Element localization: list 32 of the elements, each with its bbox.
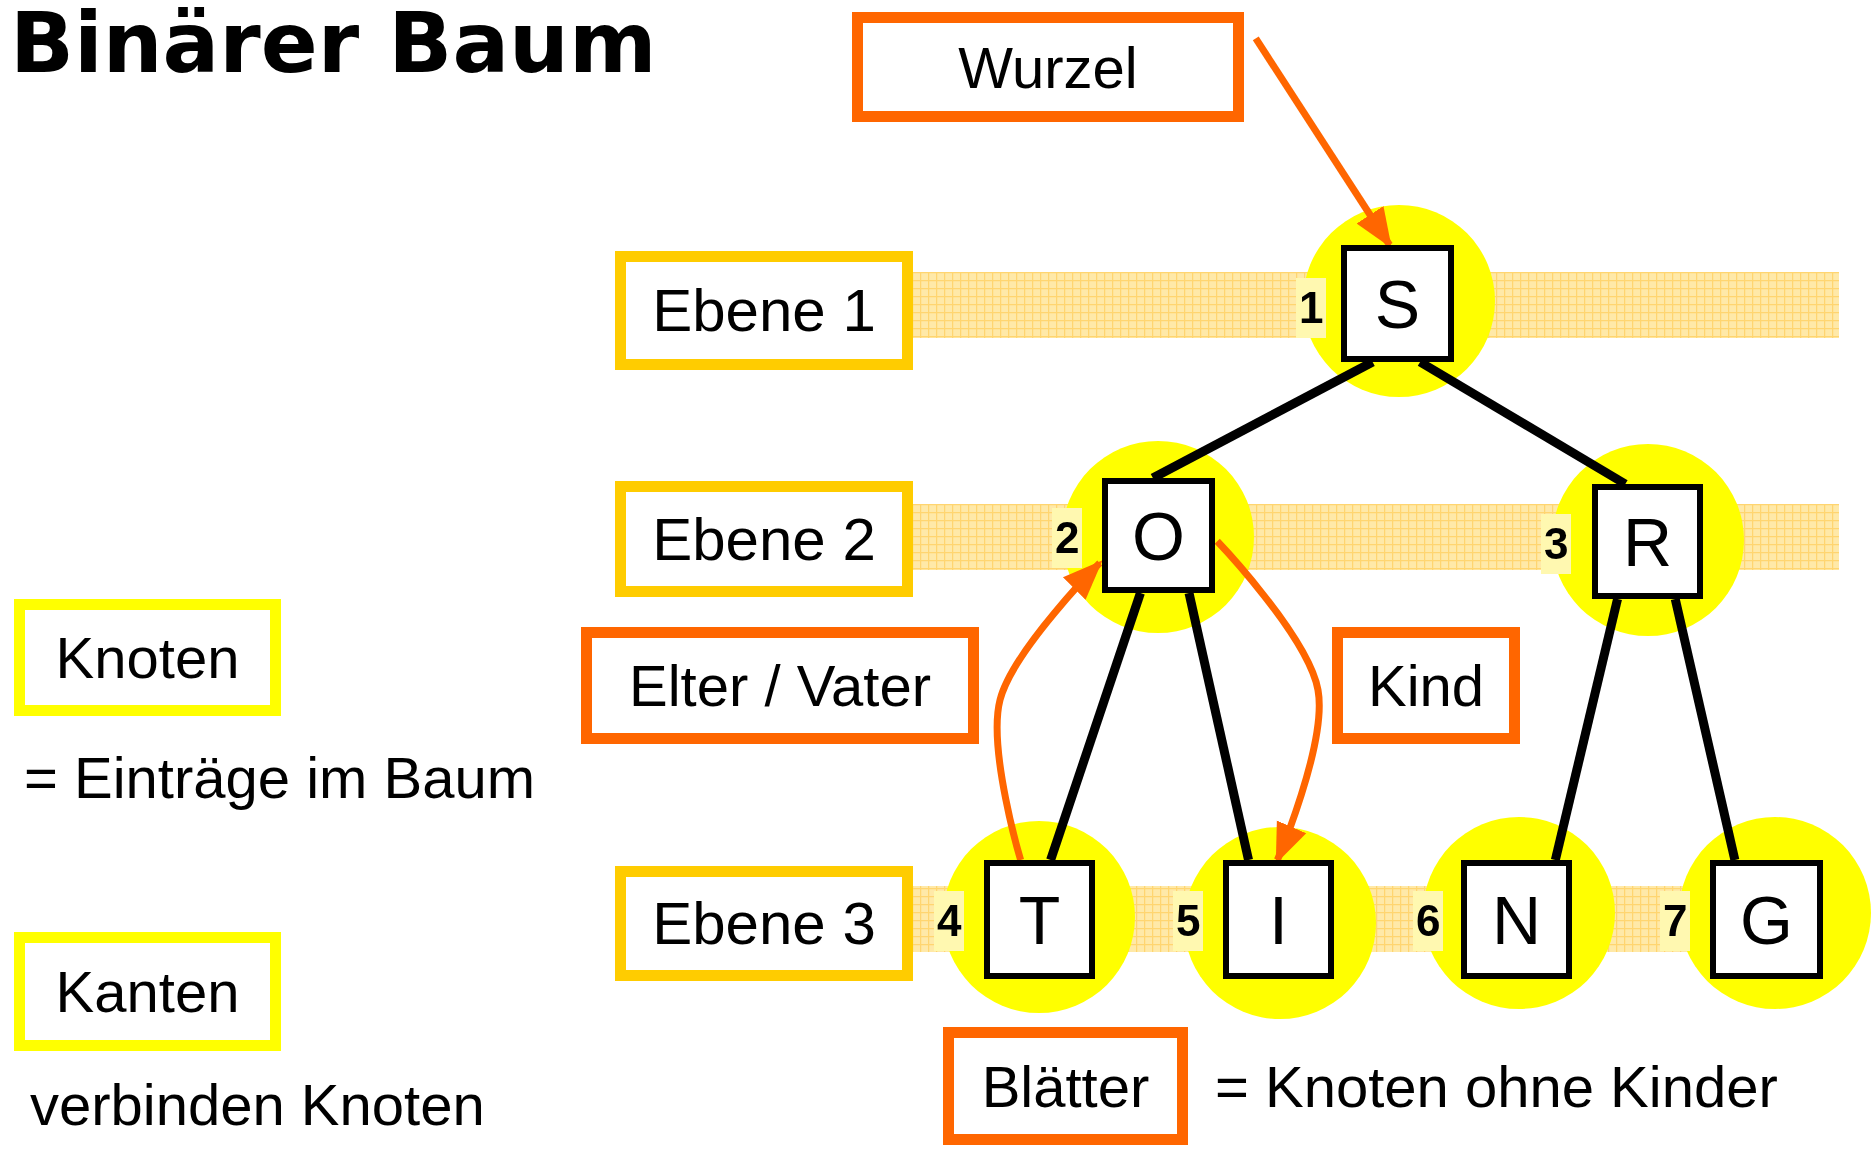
arrow xyxy=(993,560,1103,861)
callout-box: Blätter xyxy=(943,1027,1188,1145)
tree-node: I xyxy=(1223,860,1334,979)
node-number: 4 xyxy=(934,891,965,951)
tree-edge xyxy=(1550,597,1622,862)
note-text: = Einträge im Baum xyxy=(24,744,535,811)
node-number: 2 xyxy=(1052,508,1083,568)
node-number: 3 xyxy=(1541,514,1572,574)
node-number: 5 xyxy=(1173,891,1204,951)
level-box: Ebene 1 xyxy=(615,251,913,370)
term-box: Kanten xyxy=(14,932,281,1051)
node-number: 7 xyxy=(1660,891,1691,951)
tree-edge xyxy=(1046,591,1145,862)
level-box: Ebene 2 xyxy=(615,481,913,597)
callout-box: Elter / Vater xyxy=(581,627,979,744)
note-text: = Knoten ohne Kinder xyxy=(1215,1053,1778,1120)
tree-edge xyxy=(1670,598,1740,861)
callout-box: Kind xyxy=(1332,627,1520,744)
title: Binärer Baum xyxy=(10,0,657,92)
term-box: Knoten xyxy=(14,599,281,716)
node-number: 1 xyxy=(1296,278,1327,338)
tree-node: S xyxy=(1341,245,1454,362)
tree-node: O xyxy=(1102,478,1215,593)
tree-node: R xyxy=(1592,484,1703,599)
callout-box: Wurzel xyxy=(852,12,1244,122)
tree-node: N xyxy=(1461,860,1572,979)
note-text: verbinden Knoten xyxy=(30,1071,485,1138)
level-box: Ebene 3 xyxy=(615,866,913,981)
tree-edge xyxy=(1184,592,1253,861)
node-number: 6 xyxy=(1413,891,1444,951)
tree-node: T xyxy=(984,860,1095,979)
tree-node: G xyxy=(1710,860,1823,979)
